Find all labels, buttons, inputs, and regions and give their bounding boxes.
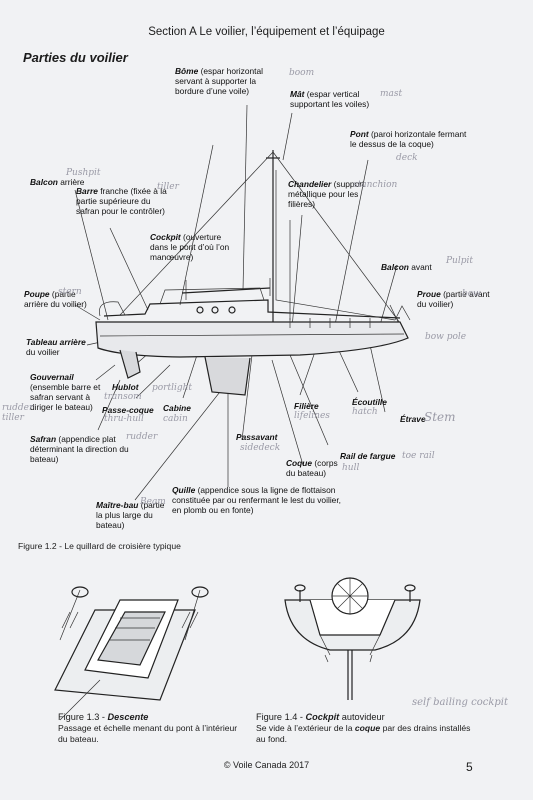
label-cockpit: Cockpit (ouverture dans le pont d’où l’o…	[150, 232, 230, 262]
descente-illustration	[54, 586, 209, 721]
note-lifelines: lifelines	[294, 411, 330, 421]
note-rudder: rudder	[126, 432, 158, 442]
label-barre: Barre franche (fixée à la partie supérie…	[76, 186, 167, 216]
label-rail-de-fargue: Rail de fargue	[340, 451, 396, 461]
note-pulpit: Pulpit	[446, 256, 473, 266]
section-title: Parties du voilier	[23, 50, 128, 65]
label-mat: Mât (espar vertical supportant les voile…	[290, 89, 370, 109]
label-cabine: Cabine	[163, 403, 191, 413]
footer-copyright: © Voile Canada 2017	[223, 760, 310, 770]
cockpit-illustration	[284, 577, 421, 700]
caption-figure-1-4: Figure 1.4 - Cockpit autovideur Se vide …	[256, 712, 471, 744]
section-header: Section A Le voilier, l’équipement et l’…	[148, 26, 385, 38]
label-etrave: Étrave	[400, 414, 426, 424]
label-pont: Pont (paroi horizontale fermant le dessu…	[350, 129, 467, 149]
note-toe-rail: toe rail	[402, 451, 435, 461]
note-bow-pole: bow pole	[425, 332, 467, 342]
label-balcon-arriere: Balcon arrière	[30, 177, 85, 187]
label-bome: Bôme (espar horizontal servant à support…	[175, 66, 263, 96]
note-beam: Beam	[140, 497, 166, 507]
label-tableau-arriere: Tableau arrière du voilier	[26, 337, 86, 357]
boat-rigging	[119, 150, 401, 325]
caption-figure-1-3: Figure 1.3 - Descente Passage et échelle…	[58, 712, 238, 744]
note-tiller: tiller	[157, 182, 179, 192]
label-passe-coque: Passe-coque	[102, 405, 154, 415]
note-portlight: portlight	[152, 383, 193, 393]
label-hublot: Hublot	[112, 382, 139, 392]
label-coque: Coque (corps du bateau)	[286, 458, 338, 478]
label-quille: Quille (appendice sous la ligne de flott…	[172, 485, 341, 515]
note-deck: deck	[396, 153, 418, 163]
label-chandelier: Chandelier (support métallique pour les …	[288, 179, 365, 209]
label-filiere: Filière	[294, 401, 319, 411]
note-thru-hull: thru-hull	[104, 414, 144, 424]
label-ecoutille: Écoutille	[352, 397, 387, 407]
label-gouvernail: Gouvernail (ensemble barre et safran ser…	[30, 372, 101, 412]
page-number: 5	[466, 760, 473, 774]
label-maitre-bau: Maître-bau (partie la plus large du bate…	[96, 500, 165, 530]
note-hull: hull	[342, 463, 360, 473]
note-pushpit: Pushpit	[66, 168, 101, 178]
label-poupe: Poupe (partie arrière du voilier)	[24, 289, 87, 309]
label-safran: Safran (appendice plat déterminant la di…	[30, 434, 129, 464]
note-transom: transom	[104, 392, 142, 402]
note-self-bailing: self bailing cockpit	[412, 697, 509, 708]
note-cabin: cabin	[163, 414, 188, 424]
note-bow: bow	[462, 289, 481, 299]
note-stem: Stem	[424, 410, 456, 424]
note-mast: mast	[380, 89, 403, 99]
note-rudder-tiller: rudder tiller	[2, 403, 34, 423]
label-passavant: Passavant	[236, 432, 278, 442]
note-stern: stern	[58, 287, 82, 297]
note-boom: boom	[289, 68, 315, 78]
note-stanchion: stanchion	[353, 180, 398, 190]
boat-hull	[95, 287, 411, 396]
label-proue: Proue (partie avant du voilier)	[417, 289, 490, 309]
caption-figure-1-2: Figure 1.2 - Le quillard de croisière ty…	[18, 541, 181, 551]
note-hatch: hatch	[352, 407, 378, 417]
note-sidedeck: sidedeck	[240, 443, 281, 453]
label-balcon-avant: Balcon avant	[381, 262, 432, 272]
